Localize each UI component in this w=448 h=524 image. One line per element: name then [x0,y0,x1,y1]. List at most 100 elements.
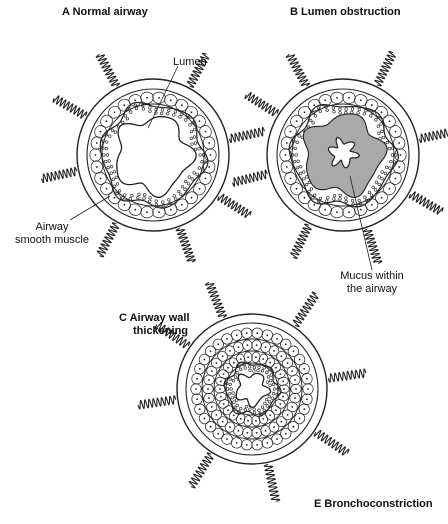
panel-a-attachment [42,168,77,183]
panel-a-muscle-nucleus [96,166,98,168]
panel-c-muscle-ring-nucleus [236,442,238,444]
panel-a-attachment [96,54,119,86]
panel-c-muscle-ring-nucleus [303,368,305,370]
panel-c-muscle-ring-nucleus [256,444,258,446]
panel-c-muscle-ring-nucleus [294,379,296,381]
panel-b-muscle-nucleus [324,209,326,211]
panel-c-muscle-ring-nucleus [216,414,218,416]
panel-b-muscle-nucleus [381,111,383,113]
panel-c-muscle-ring-nucleus [217,433,219,435]
panel-b-muscle-nucleus [286,142,288,144]
panel-b-muscle-nucleus [389,188,391,190]
panel-c-muscle-ring-nucleus [287,362,289,364]
panel-a-muscle-nucleus [123,204,125,206]
panel-c-muscle-ring-nucleus [204,359,206,361]
panel-a-attachment [229,128,264,143]
panel-c-attachment [293,292,318,327]
panel-a-muscle-nucleus [205,178,207,180]
panel-c-muscle-ring-nucleus [210,426,212,428]
panel-b-muscle-nucleus [336,211,338,213]
panel-a-muscle-nucleus [191,197,193,199]
panel-b-muscle-nucleus [304,111,306,113]
panel-c-muscle-ring-nucleus [293,426,295,428]
panel-a-attachment [218,194,251,217]
panel-c-muscle-ring-nucleus [204,418,206,420]
panel-c-muscle-ring-nucleus [255,420,257,422]
panel-c-muscle-ring-nucleus [256,432,258,434]
panel-a-muscle-nucleus [146,97,148,99]
panel-c-muscle-ring-nucleus [226,438,228,440]
panel-c-title-2: thickening [133,325,188,338]
panel-c-attachment [189,453,213,488]
panel-c-muscle-ring-nucleus [208,397,210,399]
panel-c-muscle-ring-nucleus [216,362,218,364]
panel-c-muscle-ring-nucleus [262,358,264,360]
panel-b-attachment [286,54,309,86]
panel-a-muscle-nucleus [199,188,201,190]
panel-c-muscle-ring-nucleus [240,358,242,360]
panel-c-muscle-ring-nucleus [256,332,258,334]
panel-c-muscle-ring-nucleus [226,338,228,340]
panel-c-muscle-ring-nucleus [291,370,293,372]
panel-a-muscle-nucleus [123,104,125,106]
panel-c-muscle-ring-nucleus [246,444,248,446]
panel-a-muscle-nucleus [170,99,172,101]
panel-b-attachment [291,224,312,258]
panel-a-muscle-nucleus [208,166,210,168]
panel-a-muscle-nucleus [158,97,160,99]
panel-a-muscle-nucleus [158,211,160,213]
panel-c-muscle-ring-nucleus [233,414,235,416]
panel-a-muscle-nucleus [100,131,102,133]
panel-a-muscle-nucleus [106,188,108,190]
panel-c-muscle-ring-nucleus [222,421,224,423]
panel-c-muscle-ring-nucleus [196,378,198,380]
panel-c-muscle-ring-nucleus [247,356,249,358]
panel-a-title: A Normal airway [62,6,148,19]
panel-c-muscle-ring-nucleus [255,356,257,358]
panel-c-muscle-ring-nucleus [211,370,213,372]
panel-c-muscle-ring-nucleus [227,409,229,411]
panel-b-lumen-obstruction [232,52,448,271]
panel-c-muscle-ring-nucleus [217,343,219,345]
panel-b-attachment [409,192,443,214]
panel-b-muscle-nucleus [296,188,298,190]
panel-b-muscle-nucleus [371,204,373,206]
panel-b-attachment [419,128,448,143]
panel-a-muscle-nucleus [170,209,172,211]
panel-c-muscle-ring-nucleus [299,359,301,361]
panel-a-muscle-nucleus [114,111,116,113]
panel-c-muscle-ring-nucleus [294,397,296,399]
panel-c-attachment [206,282,227,317]
panel-c-muscle-ring-nucleus [238,346,240,348]
panel-c-muscle-ring-nucleus [295,388,297,390]
panel-b-muscle-nucleus [395,131,397,133]
panel-a-muscle-nucleus [134,209,136,211]
panel-c-muscle-ring-nucleus [229,350,231,352]
panel-c-muscle-ring-nucleus [211,406,213,408]
panel-c-muscle-ring-nucleus [303,408,305,410]
panel-c-muscle-ring-nucleus [222,355,224,357]
panel-c-muscle-ring-nucleus [262,418,264,420]
panel-c-muscle-ring-nucleus [199,408,201,410]
panel-b-muscle-nucleus [360,209,362,211]
panel-b-attachment [375,52,396,86]
panel-c-muscle-ring-nucleus [299,418,301,420]
panel-c-muscle-ring-nucleus [210,350,212,352]
panel-c-muscle-ring-nucleus [246,332,248,334]
panel-c-muscle-ring-nucleus [276,338,278,340]
panel-b-mucus-label-1: Mucus within [322,270,422,283]
panel-c-muscle-ring-nucleus [238,430,240,432]
panel-c-muscle-ring-nucleus [287,414,289,416]
panel-c-muscle-ring-nucleus [207,388,209,390]
panel-b-muscle-nucleus [290,178,292,180]
panel-b-muscle-nucleus [371,104,373,106]
panel-c-muscle-ring-nucleus [273,350,275,352]
panel-b-muscle-nucleus [313,204,315,206]
panel-a-muscle-nucleus [208,142,210,144]
panel-c-muscle-ring-nucleus [223,373,225,375]
panel-c-muscle-ring-nucleus [236,334,238,336]
panel-c-muscle-ring-nucleus [282,396,284,398]
panel-b-muscle-nucleus [348,97,350,99]
panel-b-muscle-nucleus [290,131,292,133]
panel-b-muscle-nucleus [313,104,315,106]
